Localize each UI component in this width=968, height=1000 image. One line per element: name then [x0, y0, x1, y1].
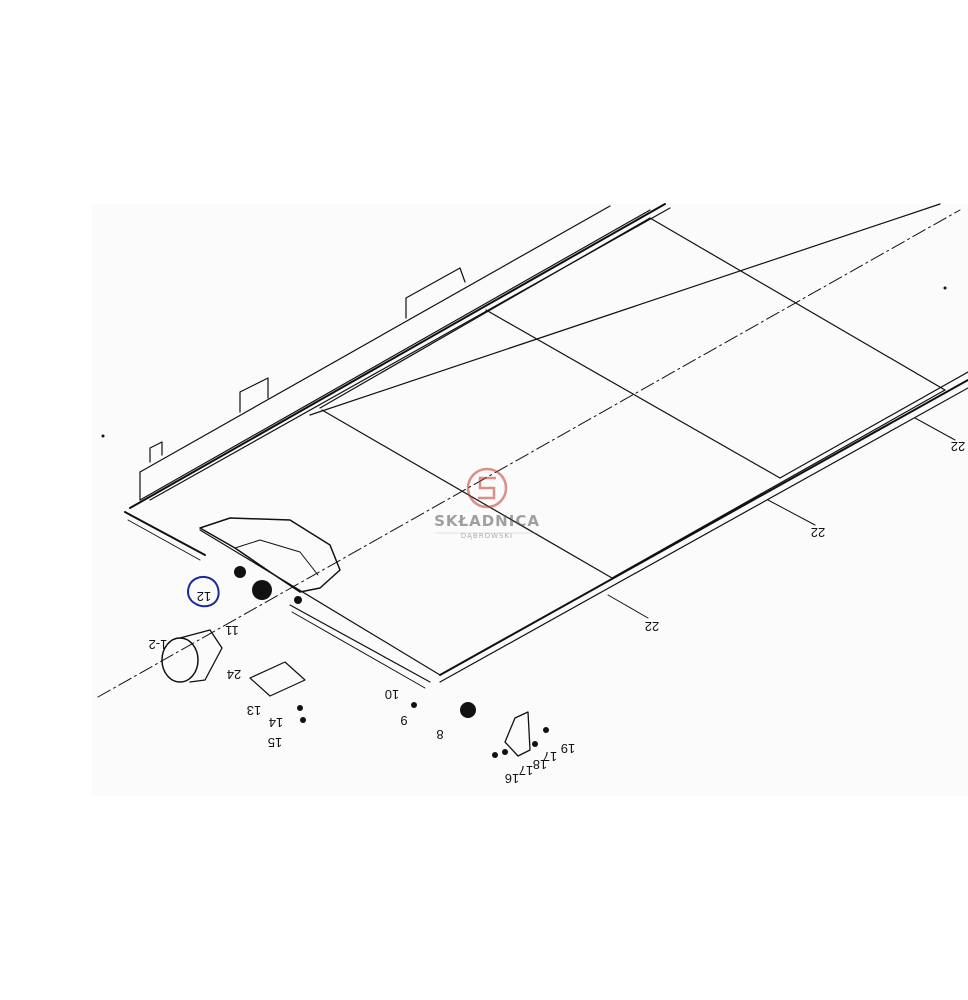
watermark-brand: SKŁADNICA: [434, 512, 540, 530]
hardware-parts: [101, 286, 947, 758]
part-label-1-2: 1-2: [149, 637, 168, 652]
watermark: SKŁADNICA DĄBROWSKI: [434, 467, 540, 540]
part-label-10: 10: [385, 687, 399, 702]
scan-area: [92, 204, 968, 796]
part-label-14: 14: [269, 715, 283, 730]
part-label-12: 12: [197, 589, 211, 604]
part-label-17: 17: [519, 763, 533, 778]
part-label-22: 22: [951, 439, 965, 454]
part-label-22: 22: [645, 619, 659, 634]
part-label-16: 16: [505, 771, 519, 786]
part-label-24: 24: [227, 667, 241, 682]
part-label-8: 8: [436, 727, 443, 742]
part-label-11: 11: [225, 623, 239, 638]
part-label-15: 15: [268, 735, 282, 750]
part-label-19: 19: [561, 741, 575, 756]
part-label-9: 9: [400, 713, 407, 728]
part-label-17: 17: [543, 749, 557, 764]
watermark-sub: DĄBROWSKI: [461, 532, 513, 540]
highlight-circle: [187, 576, 220, 608]
part-label-13: 13: [247, 703, 261, 718]
watermark-logo-icon: [466, 467, 508, 509]
drawing-lines: [97, 203, 968, 757]
part-label-18: 18: [533, 757, 547, 772]
part-label-22: 22: [811, 525, 825, 540]
watermark-s-icon: [478, 476, 496, 500]
